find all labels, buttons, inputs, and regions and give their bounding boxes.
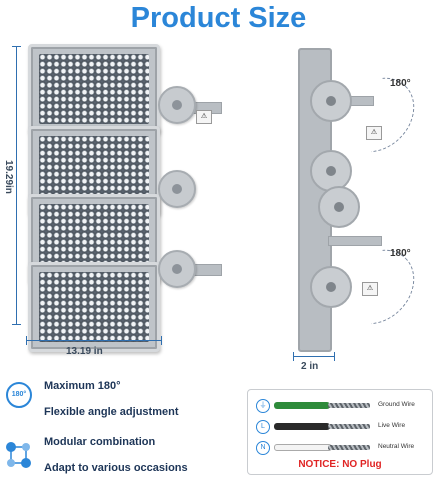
live-wire bbox=[274, 423, 330, 430]
wire-row-ground: ⏚ Ground Wire bbox=[254, 398, 424, 414]
side-joint bbox=[310, 80, 352, 122]
neutral-symbol-icon: N bbox=[256, 441, 270, 455]
rotation-angle-top: 180° bbox=[390, 78, 411, 89]
notice-text: NOTICE: NO Plug bbox=[298, 459, 382, 470]
ground-symbol-icon: ⏚ bbox=[256, 399, 270, 413]
rotation-arc-bottom bbox=[324, 234, 430, 340]
width-dimension-label: 13.19 in bbox=[66, 346, 103, 357]
neutral-wire bbox=[274, 444, 332, 451]
modular-combination-icon bbox=[6, 442, 31, 468]
height-dimension-line bbox=[16, 46, 17, 324]
wire-label: Neutral Wire bbox=[378, 443, 415, 450]
ground-wire bbox=[274, 402, 330, 409]
wire-row-neutral: N Neutral Wire bbox=[254, 440, 424, 456]
feature-title: Maximum 180° bbox=[44, 380, 121, 392]
rotation-angle-bottom: 180° bbox=[390, 248, 411, 259]
wiring-diagram: ⏚ Ground Wire L Live Wire N Neutral Wire… bbox=[247, 389, 433, 475]
joint-bracket bbox=[158, 250, 196, 288]
wire-row-live: L Live Wire bbox=[254, 419, 424, 435]
side-joint bbox=[310, 150, 352, 192]
warning-label-icon: ⚠ bbox=[362, 282, 378, 296]
side-joint bbox=[318, 186, 360, 228]
depth-dimension-label: 2 in bbox=[301, 361, 319, 372]
feature-title: Modular combination bbox=[44, 436, 156, 448]
feature-subtitle: Adapt to various occasions bbox=[44, 462, 188, 474]
light-module-1 bbox=[28, 44, 160, 134]
joint-bracket bbox=[158, 86, 196, 124]
warning-label-icon: ⚠ bbox=[196, 110, 212, 124]
depth-dimension-line bbox=[293, 356, 335, 357]
wire-label: Ground Wire bbox=[378, 401, 415, 408]
warning-label-icon: ⚠ bbox=[366, 126, 382, 140]
feature-subtitle: Flexible angle adjustment bbox=[44, 406, 179, 418]
side-joint bbox=[310, 266, 352, 308]
wire-label: Live Wire bbox=[378, 422, 406, 429]
live-symbol-icon: L bbox=[256, 420, 270, 434]
width-dimension-line bbox=[26, 340, 162, 341]
light-module-4 bbox=[28, 262, 160, 352]
rotation-180-icon: 180° bbox=[6, 382, 32, 408]
joint-bracket bbox=[158, 170, 196, 208]
height-dimension-label: 19.29in bbox=[3, 160, 14, 194]
page-title: Product Size bbox=[130, 2, 307, 34]
